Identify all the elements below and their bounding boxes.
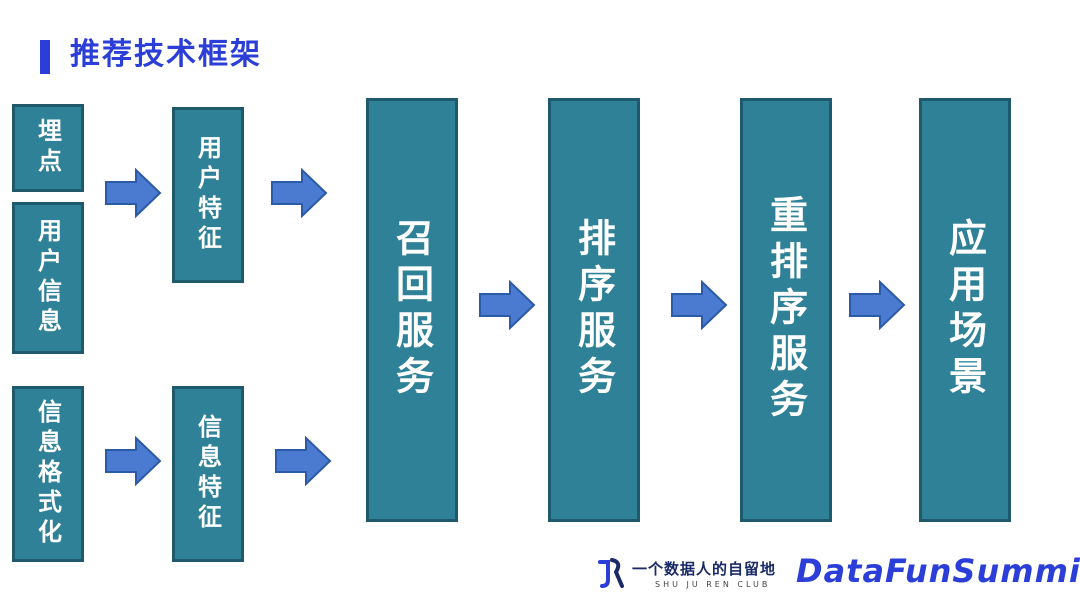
brand-logo: DataFunSummit <box>796 552 1080 590</box>
tracking-label: 埋点 <box>33 118 62 178</box>
arrow-icon <box>671 280 728 330</box>
info-features-box: 信息特征 <box>172 386 244 562</box>
application-scenario-label: 应用场景 <box>942 218 987 402</box>
recall-service-box: 召回服务 <box>366 98 458 522</box>
recall-service-label: 召回服务 <box>389 218 434 402</box>
club-logo-icon <box>598 558 624 588</box>
application-scenario-box: 应用场景 <box>919 98 1011 522</box>
info-features-label: 信息特征 <box>193 414 222 534</box>
title-accent-bar <box>40 40 50 74</box>
club-name-en: SHU JU REN CLUB <box>655 580 771 589</box>
arrow-icon <box>275 436 332 486</box>
reranking-service-box: 重排序服务 <box>740 98 832 522</box>
arrow-icon <box>849 280 906 330</box>
user-features-box: 用户特征 <box>172 107 244 283</box>
user-features-label: 用户特征 <box>193 135 222 255</box>
page-title: 推荐技术框架 <box>70 37 262 72</box>
club-name: 一个数据人的自留地 <box>632 560 777 578</box>
info-format-box: 信息格式化 <box>12 386 84 562</box>
arrow-icon <box>105 436 162 486</box>
ranking-service-label: 排序服务 <box>571 218 616 402</box>
user-info-label: 用户信息 <box>33 218 62 338</box>
arrow-icon <box>105 168 162 218</box>
ranking-service-box: 排序服务 <box>548 98 640 522</box>
tracking-box: 埋点 <box>12 104 84 192</box>
info-format-label: 信息格式化 <box>33 399 62 549</box>
arrow-icon <box>479 280 536 330</box>
reranking-service-label: 重排序服务 <box>763 195 808 425</box>
user-info-box: 用户信息 <box>12 202 84 354</box>
arrow-icon <box>271 168 328 218</box>
